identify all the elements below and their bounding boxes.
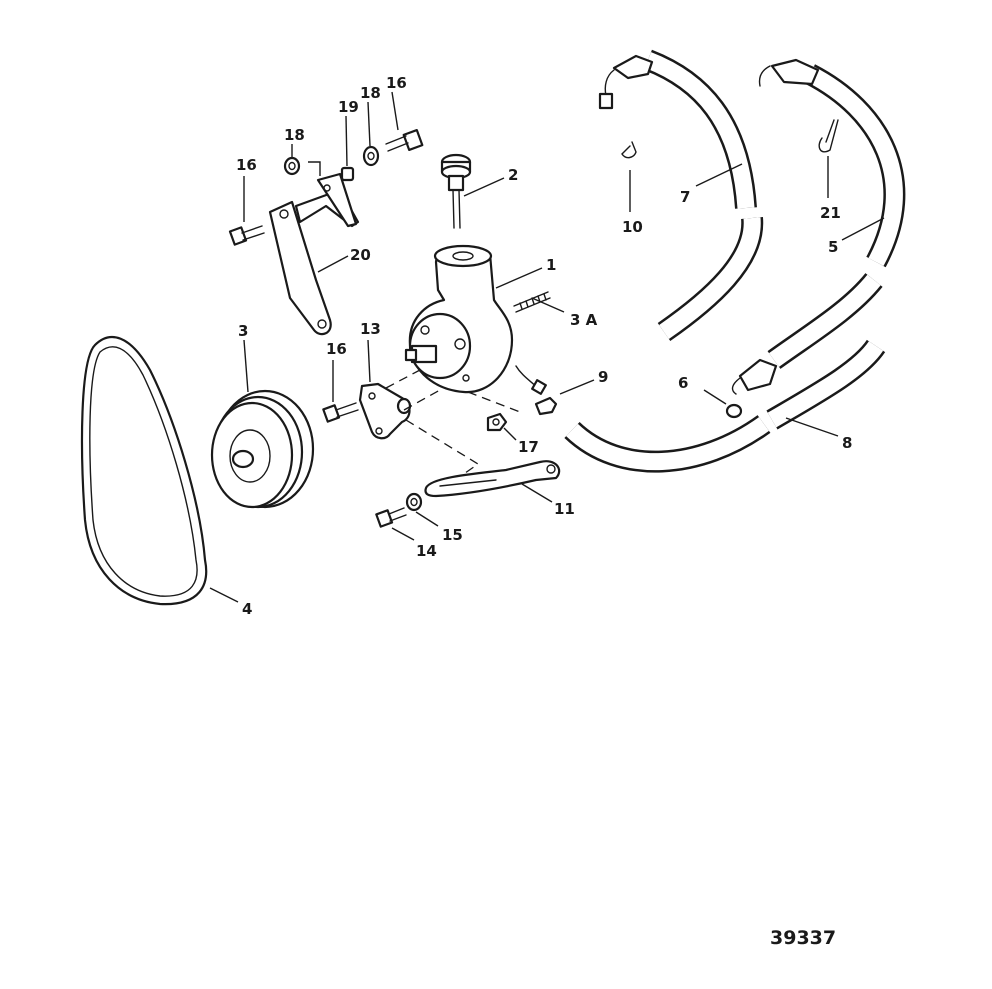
label-part-4: 4 — [242, 600, 252, 618]
pressure-hose-lower — [731, 272, 883, 395]
label-part-1: 1 — [546, 256, 556, 274]
alignment-lines — [385, 369, 521, 479]
label-part-21: 21 — [820, 204, 841, 222]
label-part-18-right: 18 — [360, 84, 381, 102]
label-part-16-lower: 16 — [326, 340, 347, 358]
washer-upper-right — [362, 145, 380, 167]
figure-number: 39337 — [770, 927, 836, 949]
pressure-hose-upper — [598, 49, 764, 342]
nut-19 — [340, 166, 355, 182]
bracket-bolt-lower — [322, 402, 359, 423]
label-part-15: 15 — [442, 526, 463, 544]
hose-8 — [564, 339, 886, 473]
hose-clip-10 — [621, 141, 637, 159]
label-part-16-upper: 16 — [386, 74, 407, 92]
adjusting-brace — [424, 460, 561, 498]
lower-bracket — [358, 382, 412, 440]
o-ring — [725, 403, 743, 419]
pump-mount-bracket — [268, 172, 360, 336]
hose-clamp-21 — [818, 119, 839, 153]
nut-17 — [486, 412, 508, 432]
label-part-5: 5 — [828, 238, 838, 256]
pump-stud — [513, 291, 551, 313]
leader-lines — [209, 91, 885, 603]
brace-washer — [405, 492, 423, 512]
label-part-3a: 3 A — [570, 311, 598, 329]
label-part-11: 11 — [554, 500, 575, 518]
label-part-13: 13 — [360, 320, 381, 338]
brace-bolt — [375, 507, 407, 528]
bracket-bolt-left — [228, 225, 265, 246]
washer-upper-left — [283, 156, 301, 176]
return-hose-right — [758, 58, 906, 268]
label-part-3: 3 — [238, 322, 248, 340]
label-part-14: 14 — [416, 542, 437, 560]
drive-belt — [80, 336, 208, 606]
part-labels: 1 2 3 3 A 4 5 6 7 8 9 10 11 13 14 15 16 … — [236, 74, 852, 618]
hose-fitting-9 — [534, 396, 558, 416]
label-part-20: 20 — [350, 246, 371, 264]
power-steering-pump — [404, 244, 547, 395]
label-part-8: 8 — [842, 434, 852, 452]
label-part-9: 9 — [598, 368, 608, 386]
label-part-18-left: 18 — [284, 126, 305, 144]
bracket-bolt-upper — [385, 128, 424, 152]
reservoir-cap-dipstick — [440, 153, 472, 229]
label-part-10: 10 — [622, 218, 643, 236]
label-part-2: 2 — [508, 166, 518, 184]
label-part-19: 19 — [338, 98, 359, 116]
label-part-7: 7 — [680, 188, 690, 206]
label-part-17: 17 — [518, 438, 539, 456]
label-part-6: 6 — [678, 374, 688, 392]
pulley — [210, 389, 315, 509]
label-part-16-left: 16 — [236, 156, 257, 174]
